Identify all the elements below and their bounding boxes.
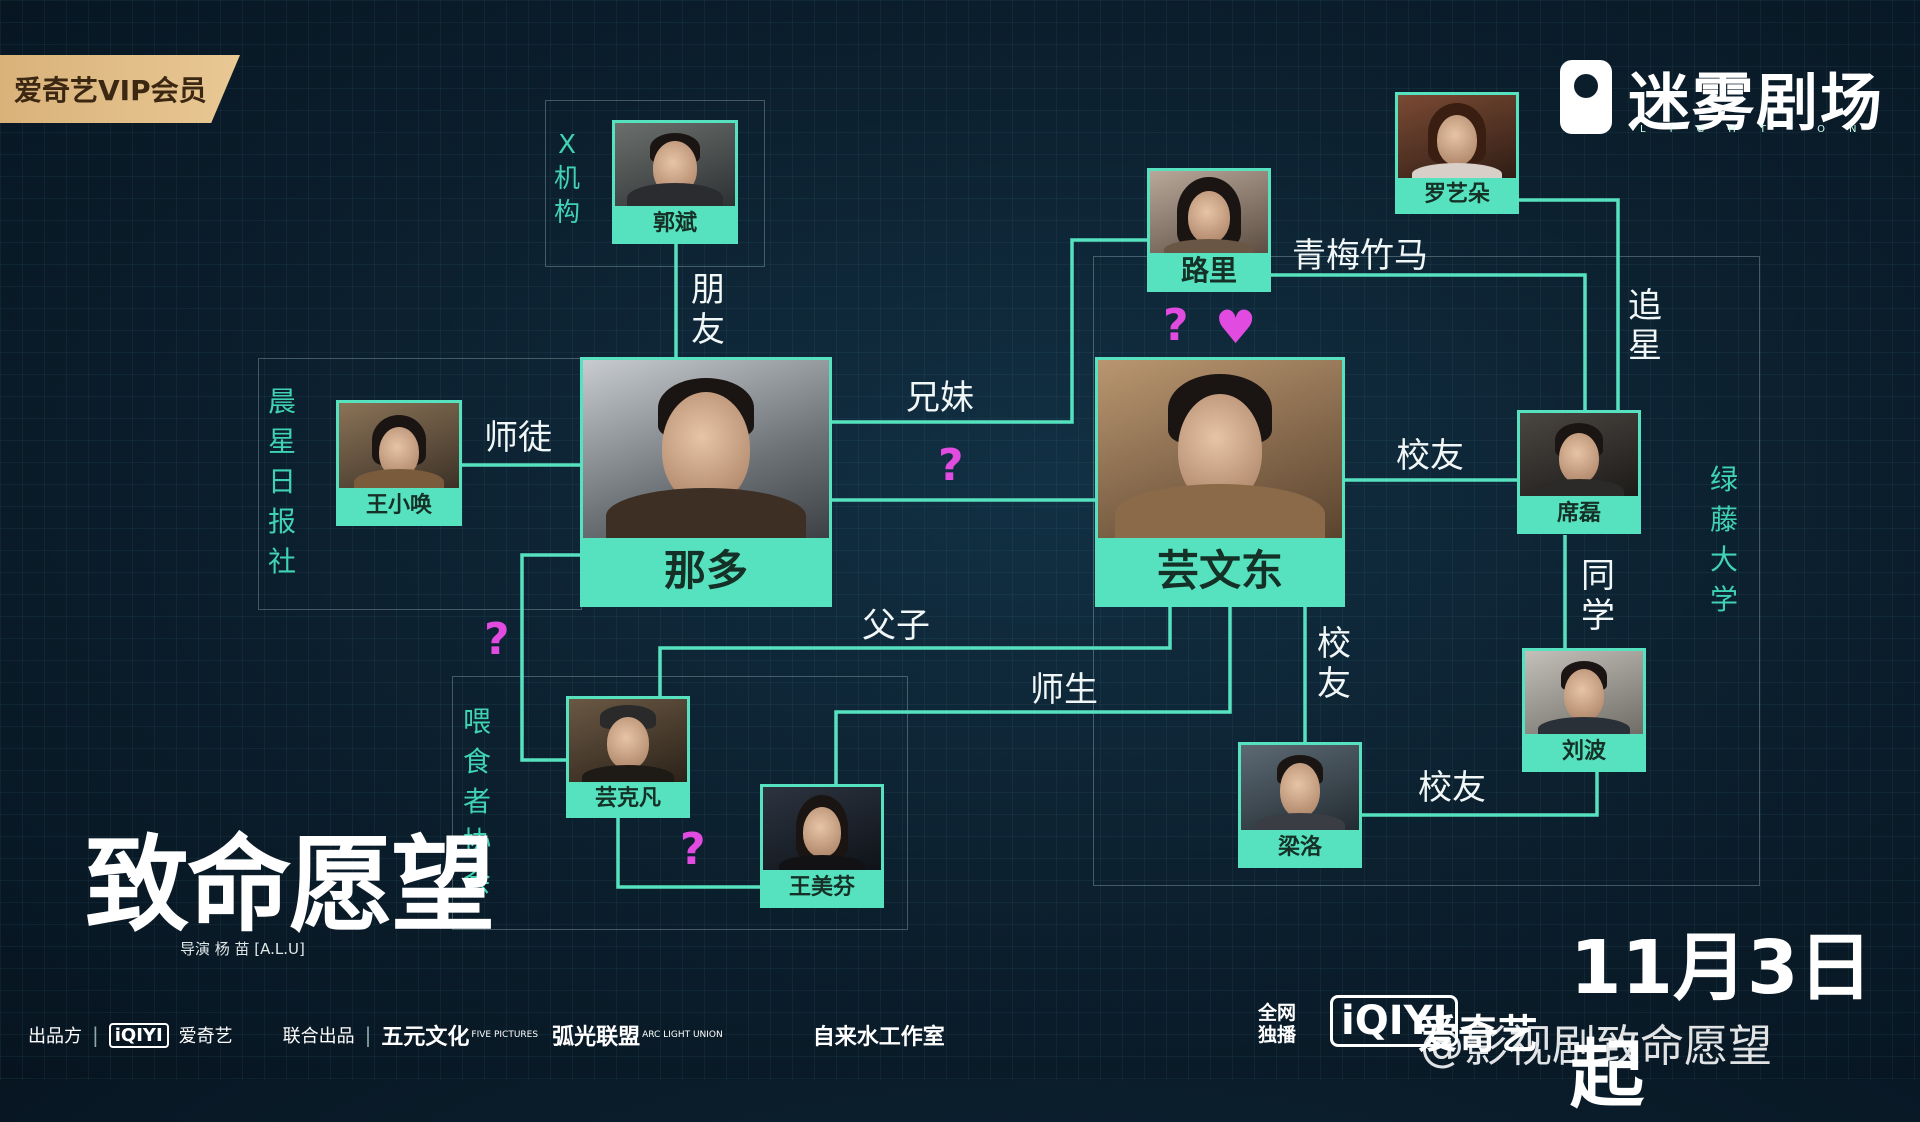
iqiyi-logo-icon: iQIYI xyxy=(108,1022,169,1048)
relation-siblings: 兄妹 xyxy=(906,378,974,418)
portrait-luoyiduo xyxy=(1398,95,1516,181)
region-label-feeders: 喂食者协会 xyxy=(462,705,491,898)
relation-schoolmate-liubo: 校友 xyxy=(1418,768,1486,808)
question-mark-naduo-yunkefan: ? xyxy=(484,614,510,665)
brand-logo-group: 迷雾剧场 xyxy=(1560,52,1884,142)
region-university xyxy=(1093,256,1760,886)
name-luoyiduo: 罗艺朵 xyxy=(1398,178,1516,211)
portrait-wangxiaohuan xyxy=(339,403,459,491)
relation-schoolmate-xilei: 校友 xyxy=(1396,436,1464,476)
name-naduo: 那多 xyxy=(583,538,829,604)
character-card-wangmeifen[interactable]: 王美芬 xyxy=(760,784,884,908)
portrait-liubo xyxy=(1525,651,1643,737)
exclusive-label: 全网独播 xyxy=(1258,1002,1297,1046)
name-wangmeifen: 王美芬 xyxy=(763,870,881,905)
co-producer-label: 联合出品 xyxy=(282,1026,355,1047)
name-liubo: 刘波 xyxy=(1525,734,1643,769)
drama-title: 致命愿望 xyxy=(85,823,495,946)
platform-name: 爱奇艺 xyxy=(1418,1012,1538,1058)
relation-fan: 追星 xyxy=(1628,286,1662,366)
footer-credits: 出品方 | iQIYI 爱奇艺 联合出品 | 五元文化 FIVE PICTURE… xyxy=(0,1005,1920,1065)
character-card-liangluo[interactable]: 梁洛 xyxy=(1238,742,1362,868)
brand-subtitle: LIGHT ON xyxy=(1640,124,1881,135)
relation-classmate: 同学 xyxy=(1581,556,1615,636)
portrait-naduo xyxy=(583,360,829,540)
footer-separator: | xyxy=(364,1023,372,1047)
character-card-xilei[interactable]: 席磊 xyxy=(1517,410,1641,534)
grid-background xyxy=(0,0,1920,1080)
question-mark-siblings: ? xyxy=(938,440,964,491)
five-pictures-logo: 五元文化 xyxy=(381,1025,470,1050)
footer-separator: | xyxy=(92,1023,99,1047)
region-x-org xyxy=(545,100,765,267)
arc-light-union-en: ARC LIGHT UNION xyxy=(642,1030,723,1040)
arc-light-union-logo: 弧光联盟 xyxy=(552,1025,641,1050)
name-yunkefan: 芸克凡 xyxy=(569,782,687,815)
character-card-luli[interactable]: 路里 xyxy=(1147,168,1271,292)
name-guobin: 郭斌 xyxy=(615,206,735,241)
character-card-yunwendong[interactable]: 芸文东 xyxy=(1095,357,1345,607)
light-on-logo-icon xyxy=(1560,60,1612,134)
name-liangluo: 梁洛 xyxy=(1241,830,1359,865)
region-label-newspaper: 晨星日报社 xyxy=(267,385,296,578)
question-mark-yunkefan-wangmeifen: ? xyxy=(680,824,706,875)
character-card-liubo[interactable]: 刘波 xyxy=(1522,648,1646,772)
name-luli: 路里 xyxy=(1150,253,1268,289)
question-mark-luli: ? xyxy=(1163,300,1189,351)
portrait-liangluo xyxy=(1241,745,1359,833)
studio-name: 自来水工作室 xyxy=(812,1025,945,1050)
portrait-luli xyxy=(1150,171,1268,257)
character-card-wangxiaohuan[interactable]: 王小唤 xyxy=(336,400,462,526)
relation-friend: 朋友 xyxy=(691,270,725,350)
portrait-xilei xyxy=(1520,413,1638,499)
character-card-yunkefan[interactable]: 芸克凡 xyxy=(566,696,690,818)
relation-teacher-student: 师生 xyxy=(1030,670,1098,710)
character-card-naduo[interactable]: 那多 xyxy=(580,357,832,607)
name-wangxiaohuan: 王小唤 xyxy=(339,488,459,523)
portrait-guobin xyxy=(615,123,735,209)
relation-master-apprentice: 师徒 xyxy=(484,418,552,458)
relationship-lines xyxy=(460,198,1620,889)
producer-name: 爱奇艺 xyxy=(178,1026,233,1047)
heart-icon: ♥ xyxy=(1215,300,1257,354)
character-card-guobin[interactable]: 郭斌 xyxy=(612,120,738,244)
five-pictures-en: FIVE PICTURES xyxy=(471,1030,539,1040)
portrait-wangmeifen xyxy=(763,787,881,873)
name-xilei: 席磊 xyxy=(1520,496,1638,531)
relation-childhood: 青梅竹马 xyxy=(1292,236,1428,276)
region-feeders xyxy=(452,676,908,930)
producer-label: 出品方 xyxy=(28,1026,82,1047)
brand-name: 迷雾剧场 xyxy=(1628,66,1885,139)
weibo-watermark: @影视剧致命愿望 xyxy=(1420,1021,1772,1072)
character-card-luoyiduo[interactable]: 罗艺朵 xyxy=(1395,92,1519,214)
region-label-university: 绿藤大学 xyxy=(1709,463,1738,616)
director-credit: 导演 杨 苗 [A.L.U] xyxy=(180,940,305,958)
portrait-yunkefan xyxy=(569,699,687,785)
portrait-yunwendong xyxy=(1098,360,1342,540)
platform-logo-icon[interactable]: iQIYI xyxy=(1330,995,1459,1047)
name-yunwendong: 芸文东 xyxy=(1098,538,1342,604)
vip-badge[interactable]: 爱奇艺VIP会员 xyxy=(0,55,240,123)
relation-schoolmate-liangluo: 校友 xyxy=(1317,624,1351,704)
relation-father-son: 父子 xyxy=(862,606,930,646)
region-label-x-org: X机构 xyxy=(553,130,580,228)
